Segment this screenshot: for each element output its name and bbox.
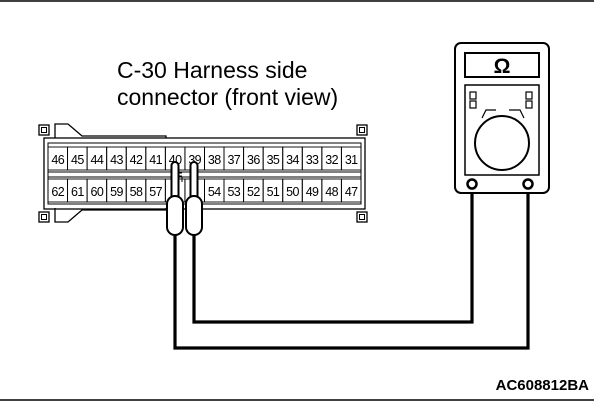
ohmmeter: Ω [454,42,550,194]
pin-number-43: 43 [110,153,123,167]
lead-pin-40 [173,187,530,350]
mode-indicator-right [525,91,533,100]
pin-number-52: 52 [247,185,260,199]
pin-number-51: 51 [267,185,280,199]
pin-number-33: 33 [306,153,319,167]
pin-number-57: 57 [149,185,162,199]
connector-tab-right-bottom [356,211,368,223]
pin-cell [340,178,362,203]
connector-tab-left-bottom [38,211,50,223]
pin-number-58: 58 [130,185,143,199]
harness-connector [38,123,368,223]
pin-number-60: 60 [91,185,104,199]
pin-number-44: 44 [91,153,104,167]
pin-number-49: 49 [306,185,319,199]
ohm-symbol: Ω [494,55,511,78]
pin-number-47: 47 [345,185,358,199]
jack-com [466,178,478,190]
connector-label-line2: connector (front view) [117,84,338,110]
pin-number-62: 62 [51,185,64,199]
test-leads [173,187,530,350]
probe-pin-39 [185,161,203,236]
meter-display [464,52,540,78]
pin-number-45: 45 [71,153,84,167]
pin-number-36: 36 [247,153,260,167]
pin-number-31: 31 [345,153,358,167]
pin-number-37: 37 [227,153,240,167]
pin-number-34: 34 [286,153,299,167]
pin-number-42: 42 [130,153,143,167]
connector-label-line1: C-30 Harness side [117,57,307,83]
mode-indicator-left [469,91,477,100]
pin-number-46: 46 [51,153,64,167]
pin-cell [340,146,362,171]
probe-pin-40 [166,161,184,236]
pin-number-38: 38 [208,153,221,167]
connector-tab-left-top [38,124,50,136]
pin-number-48: 48 [325,185,338,199]
pin-number-50: 50 [286,185,299,199]
pin-number-61: 61 [71,185,84,199]
connector-tab-right-top [356,124,368,136]
pin-number-54: 54 [208,185,221,199]
lead-pin-39 [192,187,474,324]
pin-number-35: 35 [267,153,280,167]
pin-number-41: 41 [149,153,162,167]
pin-number-53: 53 [227,185,240,199]
connector-inner [47,142,362,205]
jack-ohm [522,178,534,190]
pin-number-59: 59 [110,185,123,199]
pin-row-bottom: 62 61 60 59 58 57 54 53 52 51 50 49 48 47 [47,178,362,203]
rotary-dial [474,115,530,171]
connector-body [43,137,366,210]
reference-code: AC608812BA [496,377,590,394]
pin-number-32: 32 [325,153,338,167]
